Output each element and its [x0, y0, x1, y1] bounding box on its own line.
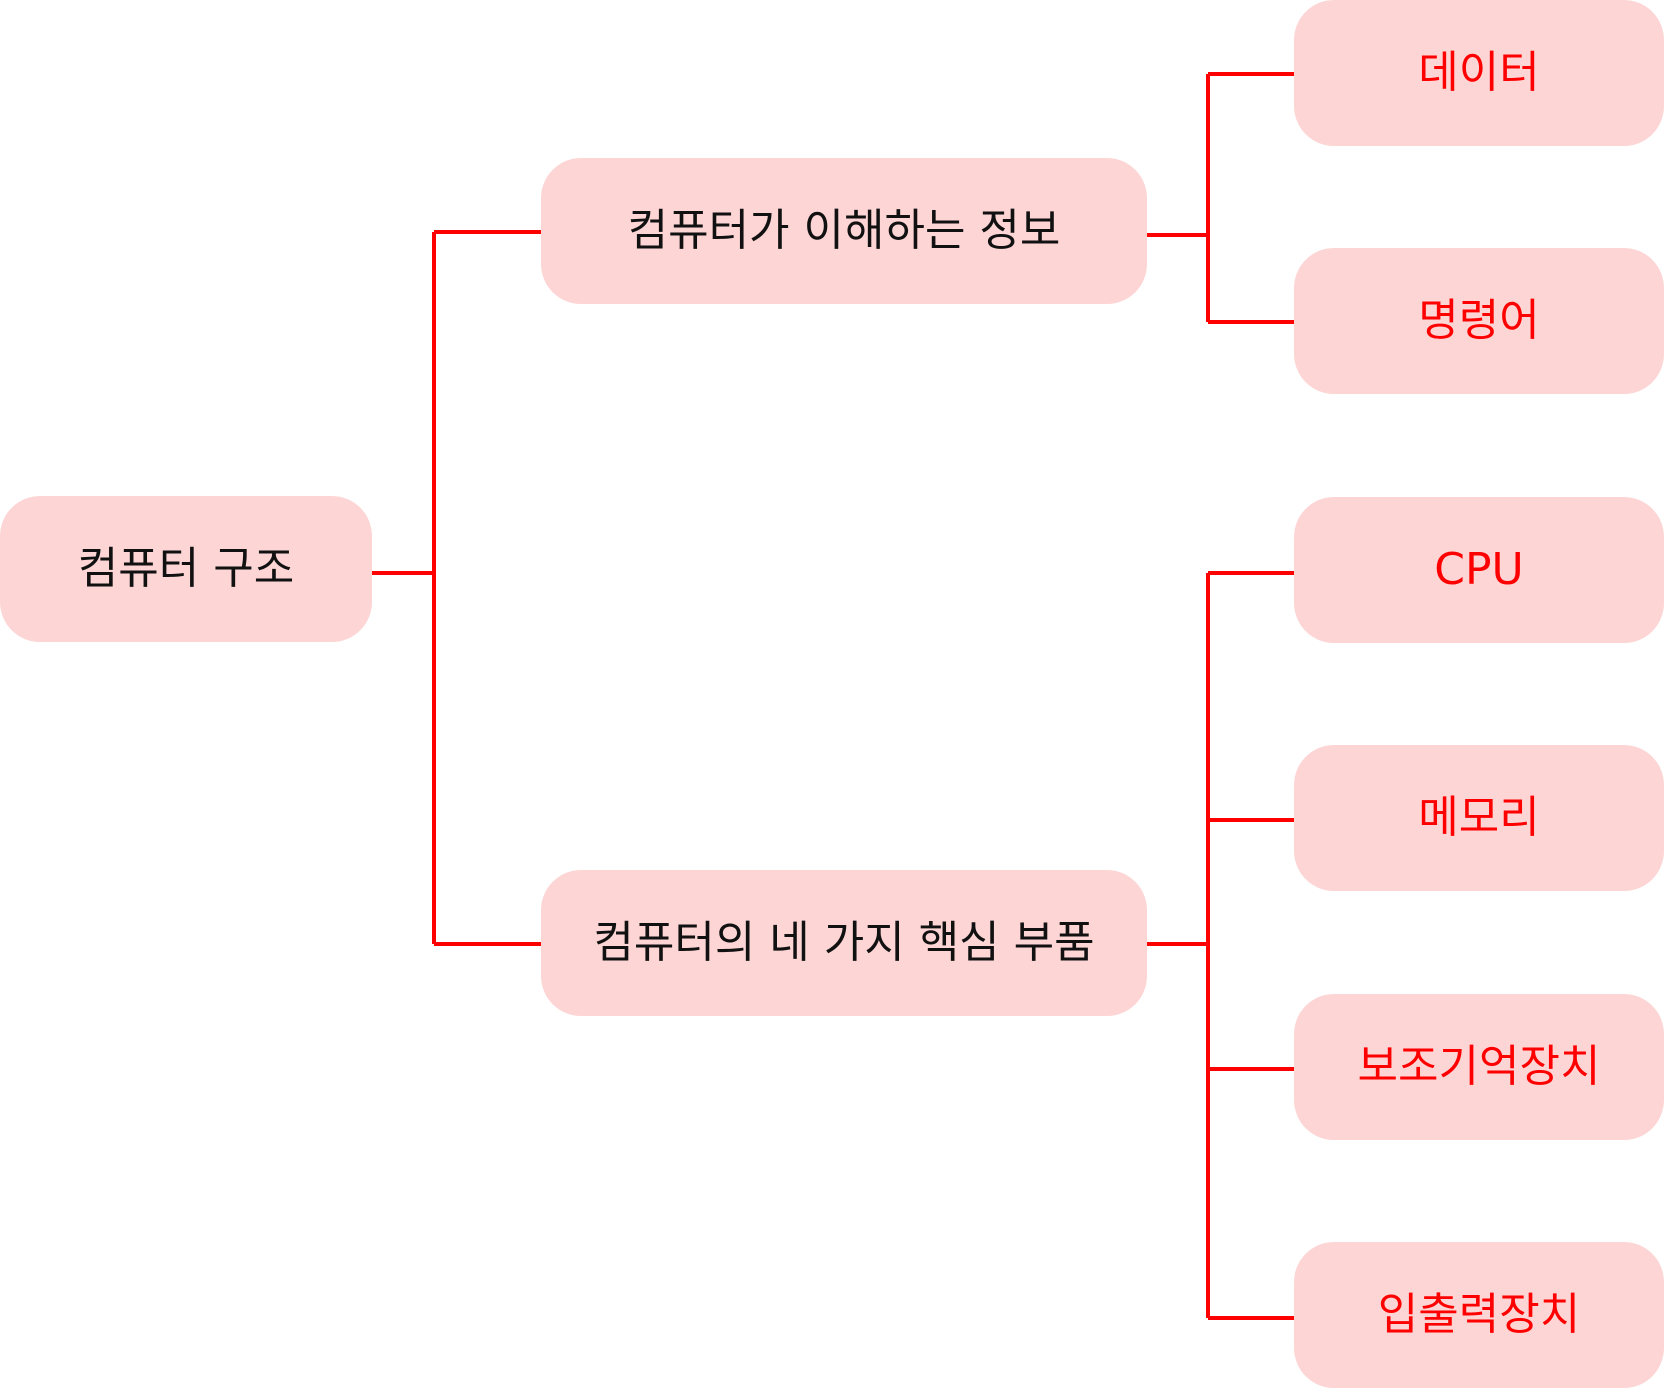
node-computer-architecture: 컴퓨터 구조: [0, 496, 372, 642]
node-data: 데이터: [1294, 0, 1664, 146]
node-io-devices: 입출력장치: [1294, 1242, 1664, 1388]
node-label: 컴퓨터 구조: [77, 543, 295, 594]
node-instruction: 명령어: [1294, 248, 1664, 394]
node-label: 컴퓨터의 네 가지 핵심 부품: [593, 917, 1095, 968]
node-cpu: CPU: [1294, 497, 1664, 643]
node-label: 컴퓨터가 이해하는 정보: [627, 205, 1061, 256]
node-information-computers-understand: 컴퓨터가 이해하는 정보: [541, 158, 1147, 304]
node-memory: 메모리: [1294, 745, 1664, 891]
node-label: 메모리: [1418, 792, 1540, 843]
connector-core-leaves: [1147, 571, 1294, 1320]
node-label: 보조기억장치: [1357, 1041, 1601, 1092]
connector-root-branches: [372, 230, 541, 946]
node-secondary-storage: 보조기억장치: [1294, 994, 1664, 1140]
node-label: 명령어: [1418, 295, 1540, 346]
node-label: 데이터: [1418, 47, 1540, 98]
connector-info-leaves: [1147, 72, 1294, 324]
node-four-core-components: 컴퓨터의 네 가지 핵심 부품: [541, 870, 1147, 1016]
node-label: CPU: [1434, 544, 1524, 595]
node-label: 입출력장치: [1377, 1289, 1581, 1340]
